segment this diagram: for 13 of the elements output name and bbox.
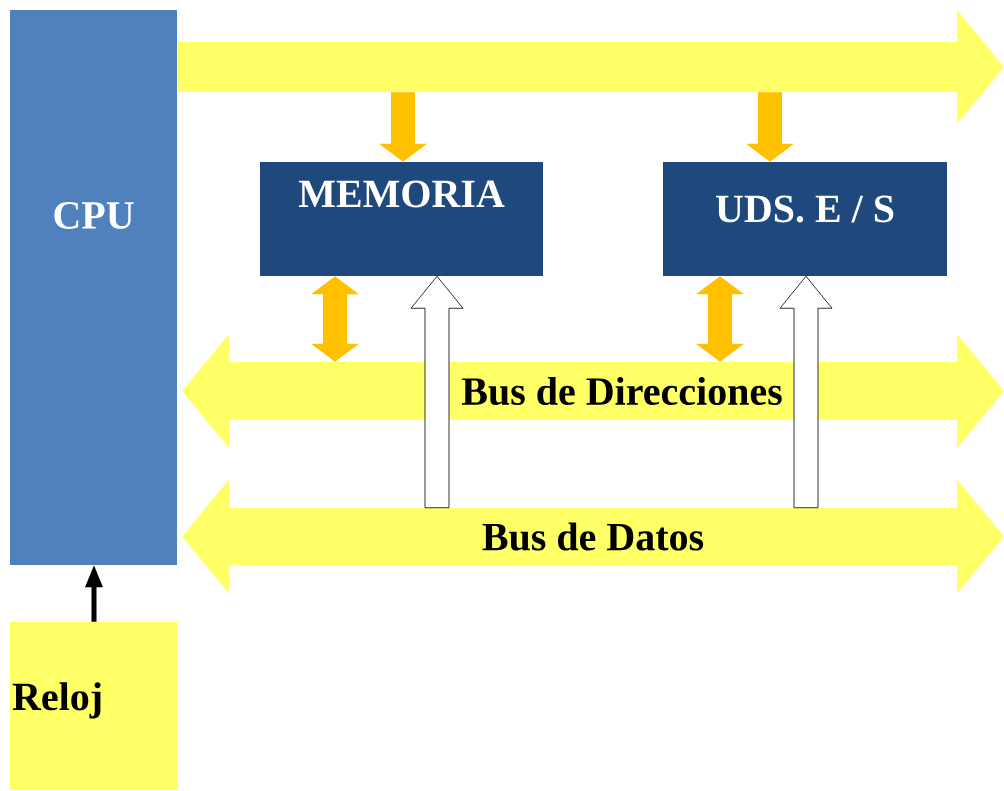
bus-arrow <box>178 10 1004 124</box>
thin-arrow <box>85 565 103 622</box>
module-box: MEMORIA <box>260 162 543 276</box>
arrow <box>311 276 359 362</box>
arrow <box>746 92 794 162</box>
hollow-arrow <box>779 275 833 509</box>
processor-box: CPU <box>10 10 177 565</box>
arrow <box>379 92 427 162</box>
arrow <box>696 276 744 362</box>
module-box: UDS. E / S <box>663 162 947 276</box>
hollow-arrow <box>410 275 464 509</box>
bus-band: Bus de Datos <box>182 479 1004 594</box>
clock-box: Reloj <box>10 622 177 790</box>
